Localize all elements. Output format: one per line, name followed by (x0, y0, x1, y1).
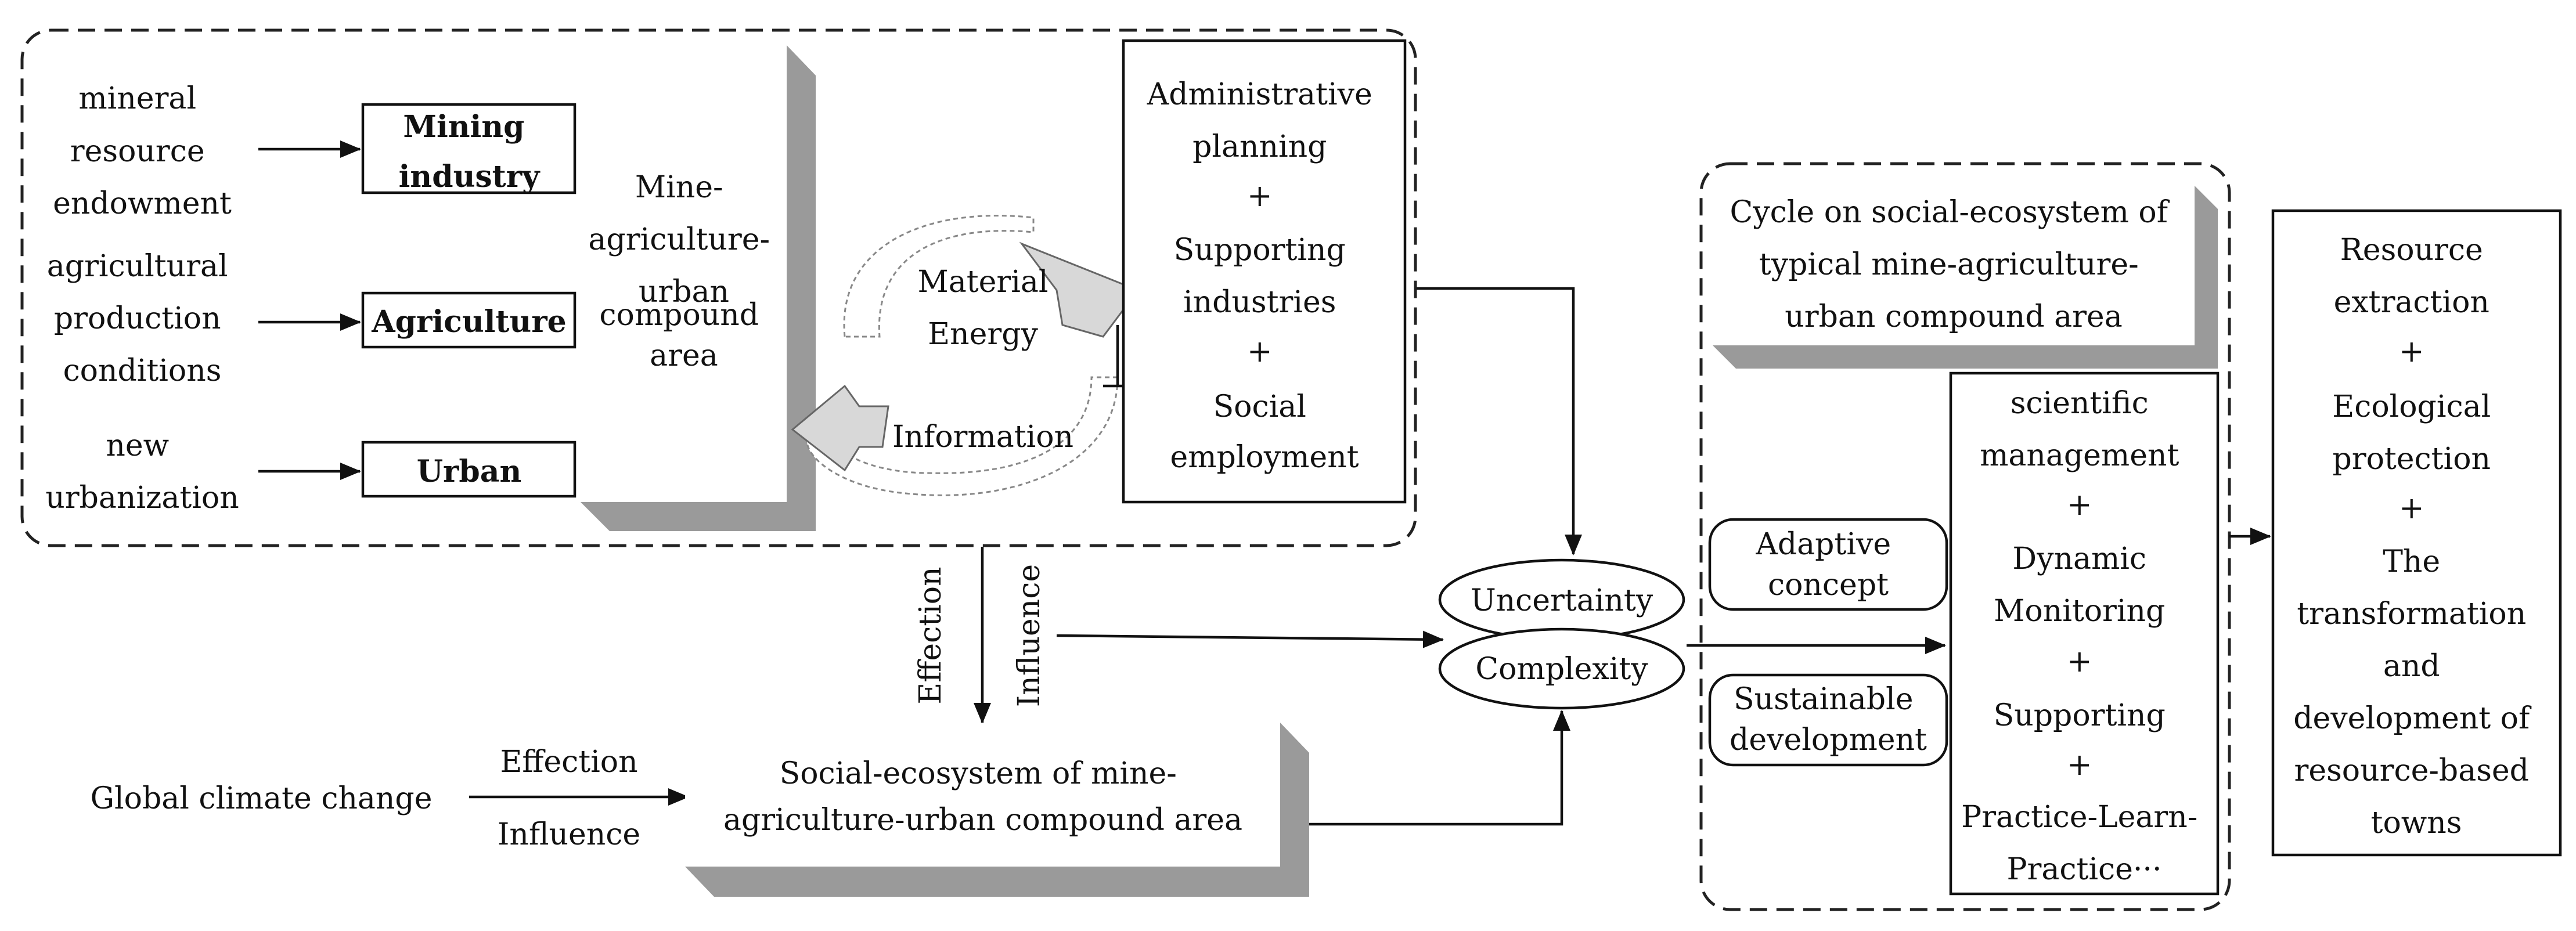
global-climate-effection: Effection (500, 745, 637, 780)
result-label: Resource extraction + Ecological protect… (2293, 233, 2539, 840)
global-climate-influence: Influence (498, 817, 640, 852)
compound-area-label: Mine- agriculture- urban compound (588, 170, 779, 309)
admin-planning-label: Administrative planning + Supporting ind… (1147, 77, 1382, 475)
compound-area-panel (575, 45, 787, 502)
vertical-effection-label: Effection (913, 566, 948, 704)
global-climate-label: Global climate change (91, 781, 433, 816)
management-box (1949, 371, 2220, 896)
social-ecosystem-label: Social-ecosystem of mine- agriculture-ur… (723, 756, 1242, 838)
arrow-admin-to-uncertainty (1417, 287, 1582, 555)
input-agricultural-label: agricultural production conditions (47, 249, 237, 388)
cycle-banner-shadow (1713, 186, 2218, 369)
admin-planning-box (1122, 39, 1407, 504)
complexity-label: Complexity (1475, 652, 1648, 687)
compound-area-label-lower: compound area (599, 298, 768, 373)
urban-label: Urban (417, 454, 522, 489)
result-box (2271, 209, 2562, 857)
mining-industry-label: Mining industry (399, 109, 541, 194)
flow-material-label: Material (917, 265, 1048, 299)
cycle-banner-label: Cycle on social-ecosystem of typical min… (1730, 195, 2177, 334)
flow-energy-label: Energy (928, 317, 1038, 352)
adaptive-concept-label: Adaptive concept (1755, 527, 1900, 602)
social-ecosystem-shadow (685, 723, 1309, 897)
material-energy-cycle-arrow (843, 215, 1035, 338)
adaptive-concept-box (1708, 518, 1948, 611)
management-label: scientific management + Dynamic Monitori… (1961, 386, 2207, 887)
sustainable-development-box (1708, 673, 1948, 767)
cycle-banner-panel (1713, 186, 2195, 345)
top-left-dashed-region (20, 28, 1417, 547)
information-arrowhead (791, 384, 889, 472)
material-energy-arrowhead (1019, 241, 1140, 338)
input-mineral-label: mineral resource endowment (53, 81, 232, 221)
complexity-ellipse (1438, 627, 1685, 710)
input-urbanization-label: new urbanization (45, 428, 239, 515)
urban-box (361, 441, 577, 498)
agriculture-box (361, 291, 577, 349)
flow-information-label: Information (892, 420, 1073, 454)
agriculture-label: Agriculture (371, 304, 566, 340)
vertical-influence-label: Influence (1012, 564, 1047, 707)
uncertainty-label: Uncertainty (1471, 583, 1653, 618)
arrow-social-to-complexity (1309, 710, 1570, 826)
mining-industry-box (361, 103, 577, 194)
sustainable-development-label: Sustainable development (1730, 682, 1927, 757)
compound-area-shadow (581, 45, 816, 531)
arrow-influence-to-ellipses (1056, 630, 1444, 648)
social-ecosystem-panel (685, 723, 1280, 867)
